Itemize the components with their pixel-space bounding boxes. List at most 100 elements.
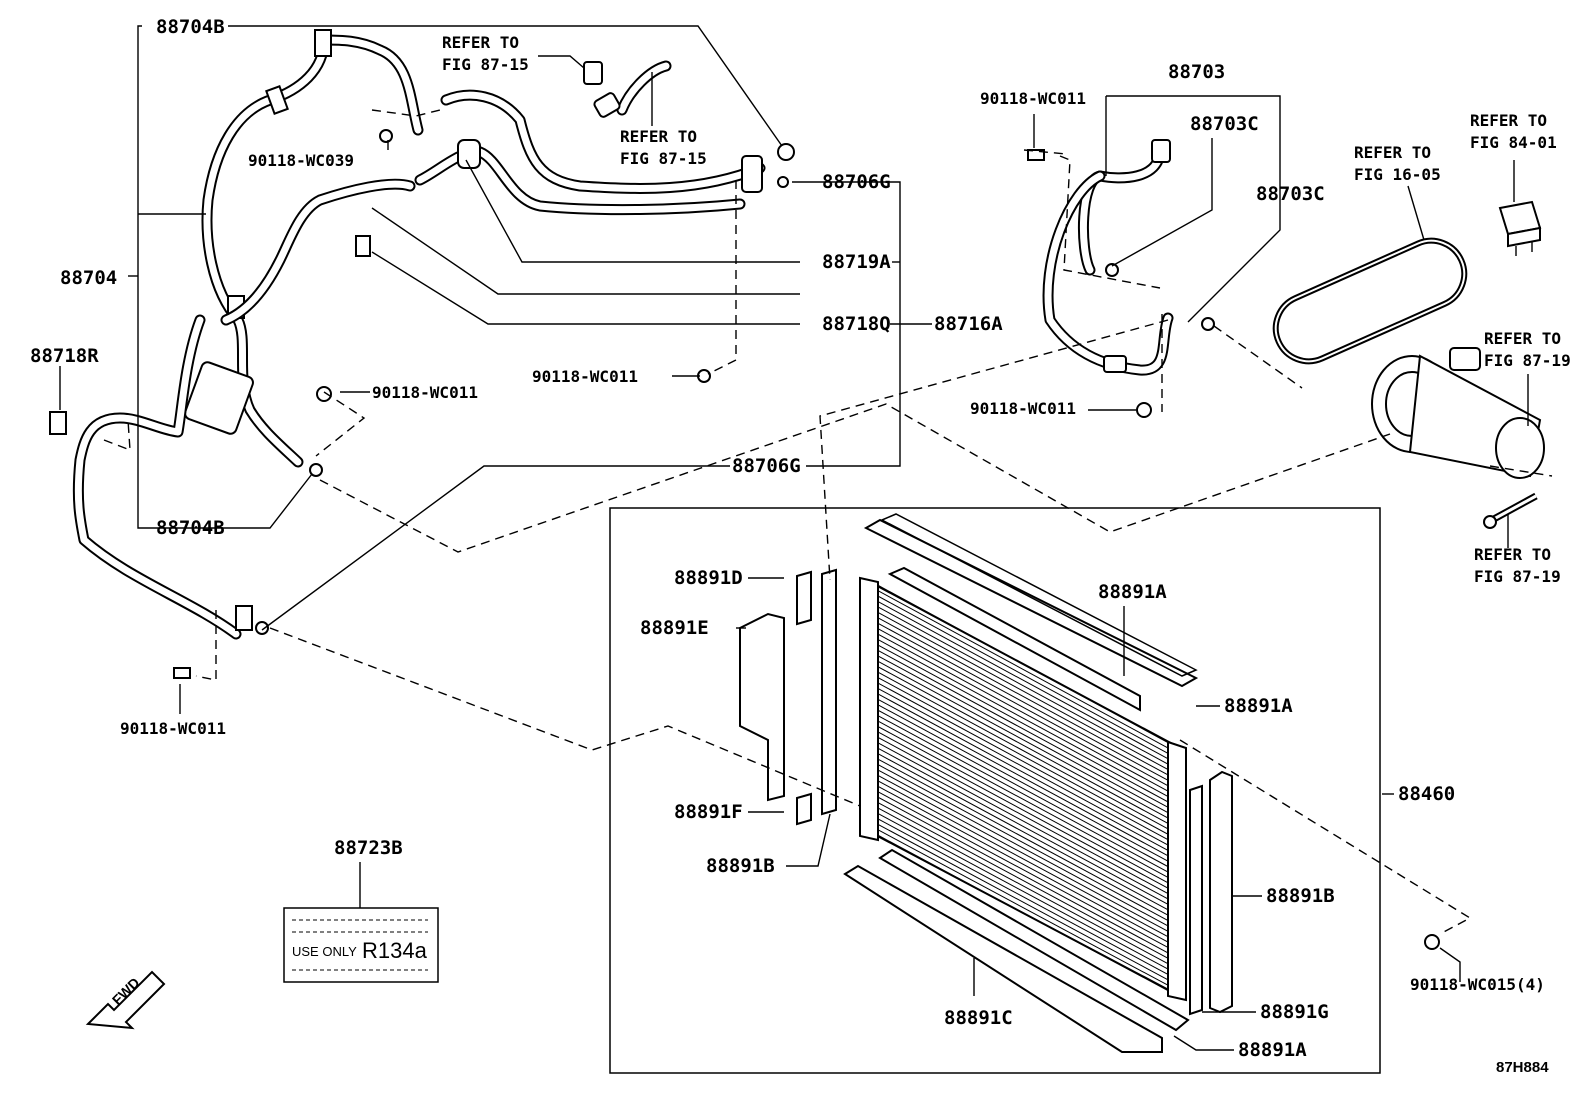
callout-88891F: 88891F [674,801,743,823]
discharge-hose-88704 [184,29,424,468]
liquid-pipe-88718Q [72,314,269,640]
callout-88718R: 88718R [30,345,99,367]
bolt-90118-WC011-right-top [1027,149,1045,161]
condenser-fin [871,641,1179,808]
o-ring-88704B-top [777,143,795,161]
condenser-fin [871,771,1179,938]
bolt-90118-WC011-left [173,667,191,679]
condenser-fin [871,815,1179,981]
condenser-fin [871,831,1179,997]
condenser-assembly-frame [609,507,1381,1074]
refer-87-19-b-line2: FIG 87-19 [1474,567,1561,586]
condenser-fin [871,777,1179,943]
condenser-fin [871,652,1179,819]
refer-to-notes: REFER TO FIG 87-15 REFER TO FIG 87-15 RE… [442,33,1571,586]
condenser-fin [871,809,1179,975]
refer-87-15-b-line2: FIG 87-15 [620,149,707,168]
condenser-core [859,576,1187,1002]
callout-88718Q: 88718Q [822,313,891,335]
callout-90118-WC015: 90118-WC015(4) [1410,975,1545,994]
callout-88891A-bottom: 88891A [1238,1039,1307,1061]
drive-belt [1272,237,1468,365]
condenser-fin [871,581,1179,749]
refer-84-01-line2: FIG 84-01 [1470,133,1557,152]
callout-88460: 88460 [1398,783,1455,805]
condenser-fin [871,597,1179,765]
condenser-fin [871,679,1179,846]
condenser-fin [871,798,1179,965]
callout-88891A-top: 88891A [1098,581,1167,603]
condenser-fin [871,788,1179,954]
condenser-fin [871,793,1179,959]
condenser-fin [871,690,1179,857]
condenser-fin [871,733,1179,900]
callout-90118-WC011-left: 90118-WC011 [120,719,226,738]
condenser-fin [871,673,1179,841]
leader-lines [59,25,1529,1051]
seal-88891A-top [863,518,1199,688]
condenser-fin [871,614,1179,781]
callout-88891C: 88891C [944,1007,1013,1029]
callout-88706G-top: 88706G [822,171,891,193]
condenser-fin [871,820,1179,986]
callout-88706G-mid: 88706G [732,455,801,477]
callout-88704B-top: 88704B [156,16,225,38]
bolt-90118-WC039 [379,129,393,143]
condenser-fin [871,826,1179,992]
dashed-alignment-lines [103,109,1553,935]
condenser-fin [871,760,1179,927]
bolt-compressor [1483,492,1538,529]
callout-90118-WC011-right-top: 90118-WC011 [980,89,1086,108]
seal-88891E [739,612,785,802]
condenser-fin [871,684,1179,851]
callout-88703C-a: 88703C [1190,113,1259,135]
condenser-fin [871,766,1179,932]
compressor [1371,347,1545,479]
refer-16-05-line1: REFER TO [1354,143,1431,162]
suction-hose [220,89,766,326]
condenser-fin [871,657,1179,824]
clamp-88719A [355,235,371,257]
refer-84-01-line1: REFER TO [1470,111,1547,130]
condenser-fin [871,717,1179,884]
callout-90118-WC011-hose: 90118-WC011 [372,383,478,402]
condenser-fin [871,701,1179,868]
relay [1498,200,1542,256]
seal-88891A-mid [887,566,1141,712]
fitting-refer-87-15 [583,60,672,118]
refer-87-19-a-line2: FIG 87-19 [1484,351,1571,370]
callout-88703: 88703 [1168,61,1225,83]
seal-88891A-top-2 [880,513,1198,677]
bolt-90118-WC011-hose [316,386,332,402]
callout-88723B: 88723B [334,837,403,859]
fwd-arrow-icon: FWD [85,970,166,1030]
callout-88891B-right: 88891B [1266,885,1335,907]
condenser-fin [871,739,1179,905]
condenser-fin [871,619,1179,787]
callout-88704B-bottom: 88704B [156,517,225,539]
callout-88891E: 88891E [640,617,709,639]
discharge-pipe-88703 [1042,139,1215,376]
bolt-90118-WC011-right-bot [1136,402,1152,418]
callout-88704: 88704 [60,267,117,289]
condenser-fin [871,750,1179,916]
refer-87-15-b-line1: REFER TO [620,127,697,146]
callout-88891G: 88891G [1260,1001,1329,1023]
condenser-fin [871,706,1179,873]
condenser-fin [871,630,1179,797]
o-ring-88704B-bottom [309,463,323,477]
bolt-90118-WC015 [1424,934,1440,950]
callout-90118-WC011-right-bot: 90118-WC011 [970,399,1076,418]
refer-87-19-b-line1: REFER TO [1474,545,1551,564]
condenser-fin [871,663,1179,830]
refer-16-05-line2: FIG 16-05 [1354,165,1441,184]
refrigerant-label-plate: USE ONLY R134a [283,907,439,983]
clamp-88718R [49,411,67,435]
callout-88719A: 88719A [822,251,891,273]
condenser-fin [871,646,1179,814]
diagram-code: 87H884 [1496,1059,1549,1076]
condenser-fin [871,695,1179,862]
callout-88891D: 88891D [674,567,743,589]
seal-88891D [796,570,812,626]
